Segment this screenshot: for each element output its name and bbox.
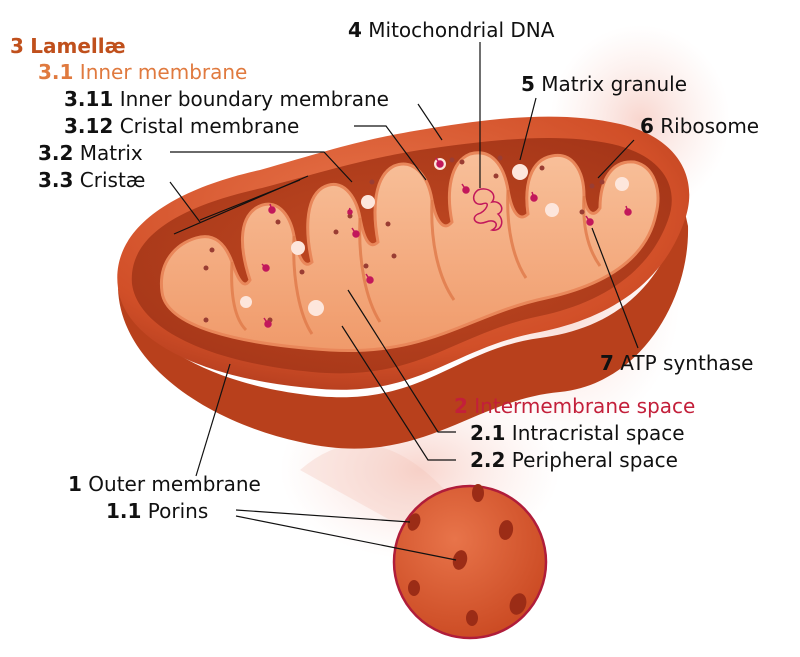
- label-cristae-text: Cristæ: [79, 168, 146, 192]
- label-inner-boundary-membrane: 3.11 Inner boundary membrane: [64, 87, 389, 111]
- label-mitochondrial-dna: 4 Mitochondrial DNA: [348, 18, 554, 42]
- label-cristal-num: 3.12: [64, 114, 114, 138]
- label-matrix-text: Matrix: [79, 141, 143, 165]
- leader-lines: [169, 42, 639, 561]
- label-matrix-num: 3.2: [38, 141, 74, 165]
- label-inner-boundary-text: Inner boundary membrane: [119, 87, 389, 111]
- label-lamellae: 3 Lamellæ: [10, 34, 126, 58]
- label-inner-membrane: 3.1 Inner membrane: [38, 60, 247, 84]
- label-matrix-granule: 5 Matrix granule: [521, 72, 687, 96]
- label-intermembrane-text: Intermembrane space: [474, 394, 696, 418]
- label-peripheral-text: Peripheral space: [511, 448, 678, 472]
- label-atp-synthase-num: 7: [600, 351, 614, 375]
- atp-synthases: [261, 157, 632, 328]
- mitochondrion: [117, 116, 690, 449]
- outer-membrane-side: [118, 208, 689, 449]
- label-intracristal-text: Intracristal space: [511, 421, 685, 445]
- matrix-granules: [240, 158, 629, 316]
- label-outer-membrane-text: Outer membrane: [88, 472, 261, 496]
- mito-dna: [472, 188, 503, 231]
- ribosomes: [203, 155, 605, 323]
- label-porins-text: Porins: [147, 499, 209, 523]
- label-ribosome-num: 6: [640, 114, 654, 138]
- label-ribosome: 6 Ribosome: [640, 114, 759, 138]
- label-mito-dna-text: Mitochondrial DNA: [368, 18, 555, 42]
- outer-membrane-zoom: [392, 484, 548, 640]
- label-atp-synthase: 7 ATP synthase: [600, 351, 753, 375]
- label-cristae: 3.3 Cristæ: [38, 168, 145, 192]
- label-porins-num: 1.1: [106, 499, 142, 523]
- label-lamellae-text: Lamellæ: [30, 34, 126, 58]
- label-inner-membrane-text: Inner membrane: [79, 60, 248, 84]
- label-porins: 1.1 Porins: [106, 499, 208, 523]
- label-cristal-text: Cristal membrane: [119, 114, 300, 138]
- label-cristae-num: 3.3: [38, 168, 74, 192]
- label-intermembrane-num: 2: [454, 394, 468, 418]
- label-inner-boundary-num: 3.11: [64, 87, 114, 111]
- label-intermembrane-space: 2 Intermembrane space: [454, 394, 695, 418]
- label-intracristal-num: 2.1: [470, 421, 506, 445]
- label-matrix-granule-num: 5: [521, 72, 535, 96]
- label-atp-synthase-text: ATP synthase: [620, 351, 754, 375]
- label-matrix-granule-text: Matrix granule: [541, 72, 687, 96]
- label-intracristal-space: 2.1 Intracristal space: [470, 421, 685, 445]
- label-ribosome-text: Ribosome: [660, 114, 760, 138]
- inner-membrane-matrix: [159, 151, 660, 353]
- label-outer-membrane: 1 Outer membrane: [68, 472, 261, 496]
- label-matrix: 3.2 Matrix: [38, 141, 143, 165]
- label-mito-dna-num: 4: [348, 18, 362, 42]
- porins: [407, 484, 527, 626]
- label-inner-membrane-num: 3.1: [38, 60, 74, 84]
- label-peripheral-space: 2.2 Peripheral space: [470, 448, 678, 472]
- label-outer-membrane-num: 1: [68, 472, 82, 496]
- label-lamellae-num: 3: [10, 34, 24, 58]
- label-peripheral-num: 2.2: [470, 448, 506, 472]
- label-cristal-membrane: 3.12 Cristal membrane: [64, 114, 299, 138]
